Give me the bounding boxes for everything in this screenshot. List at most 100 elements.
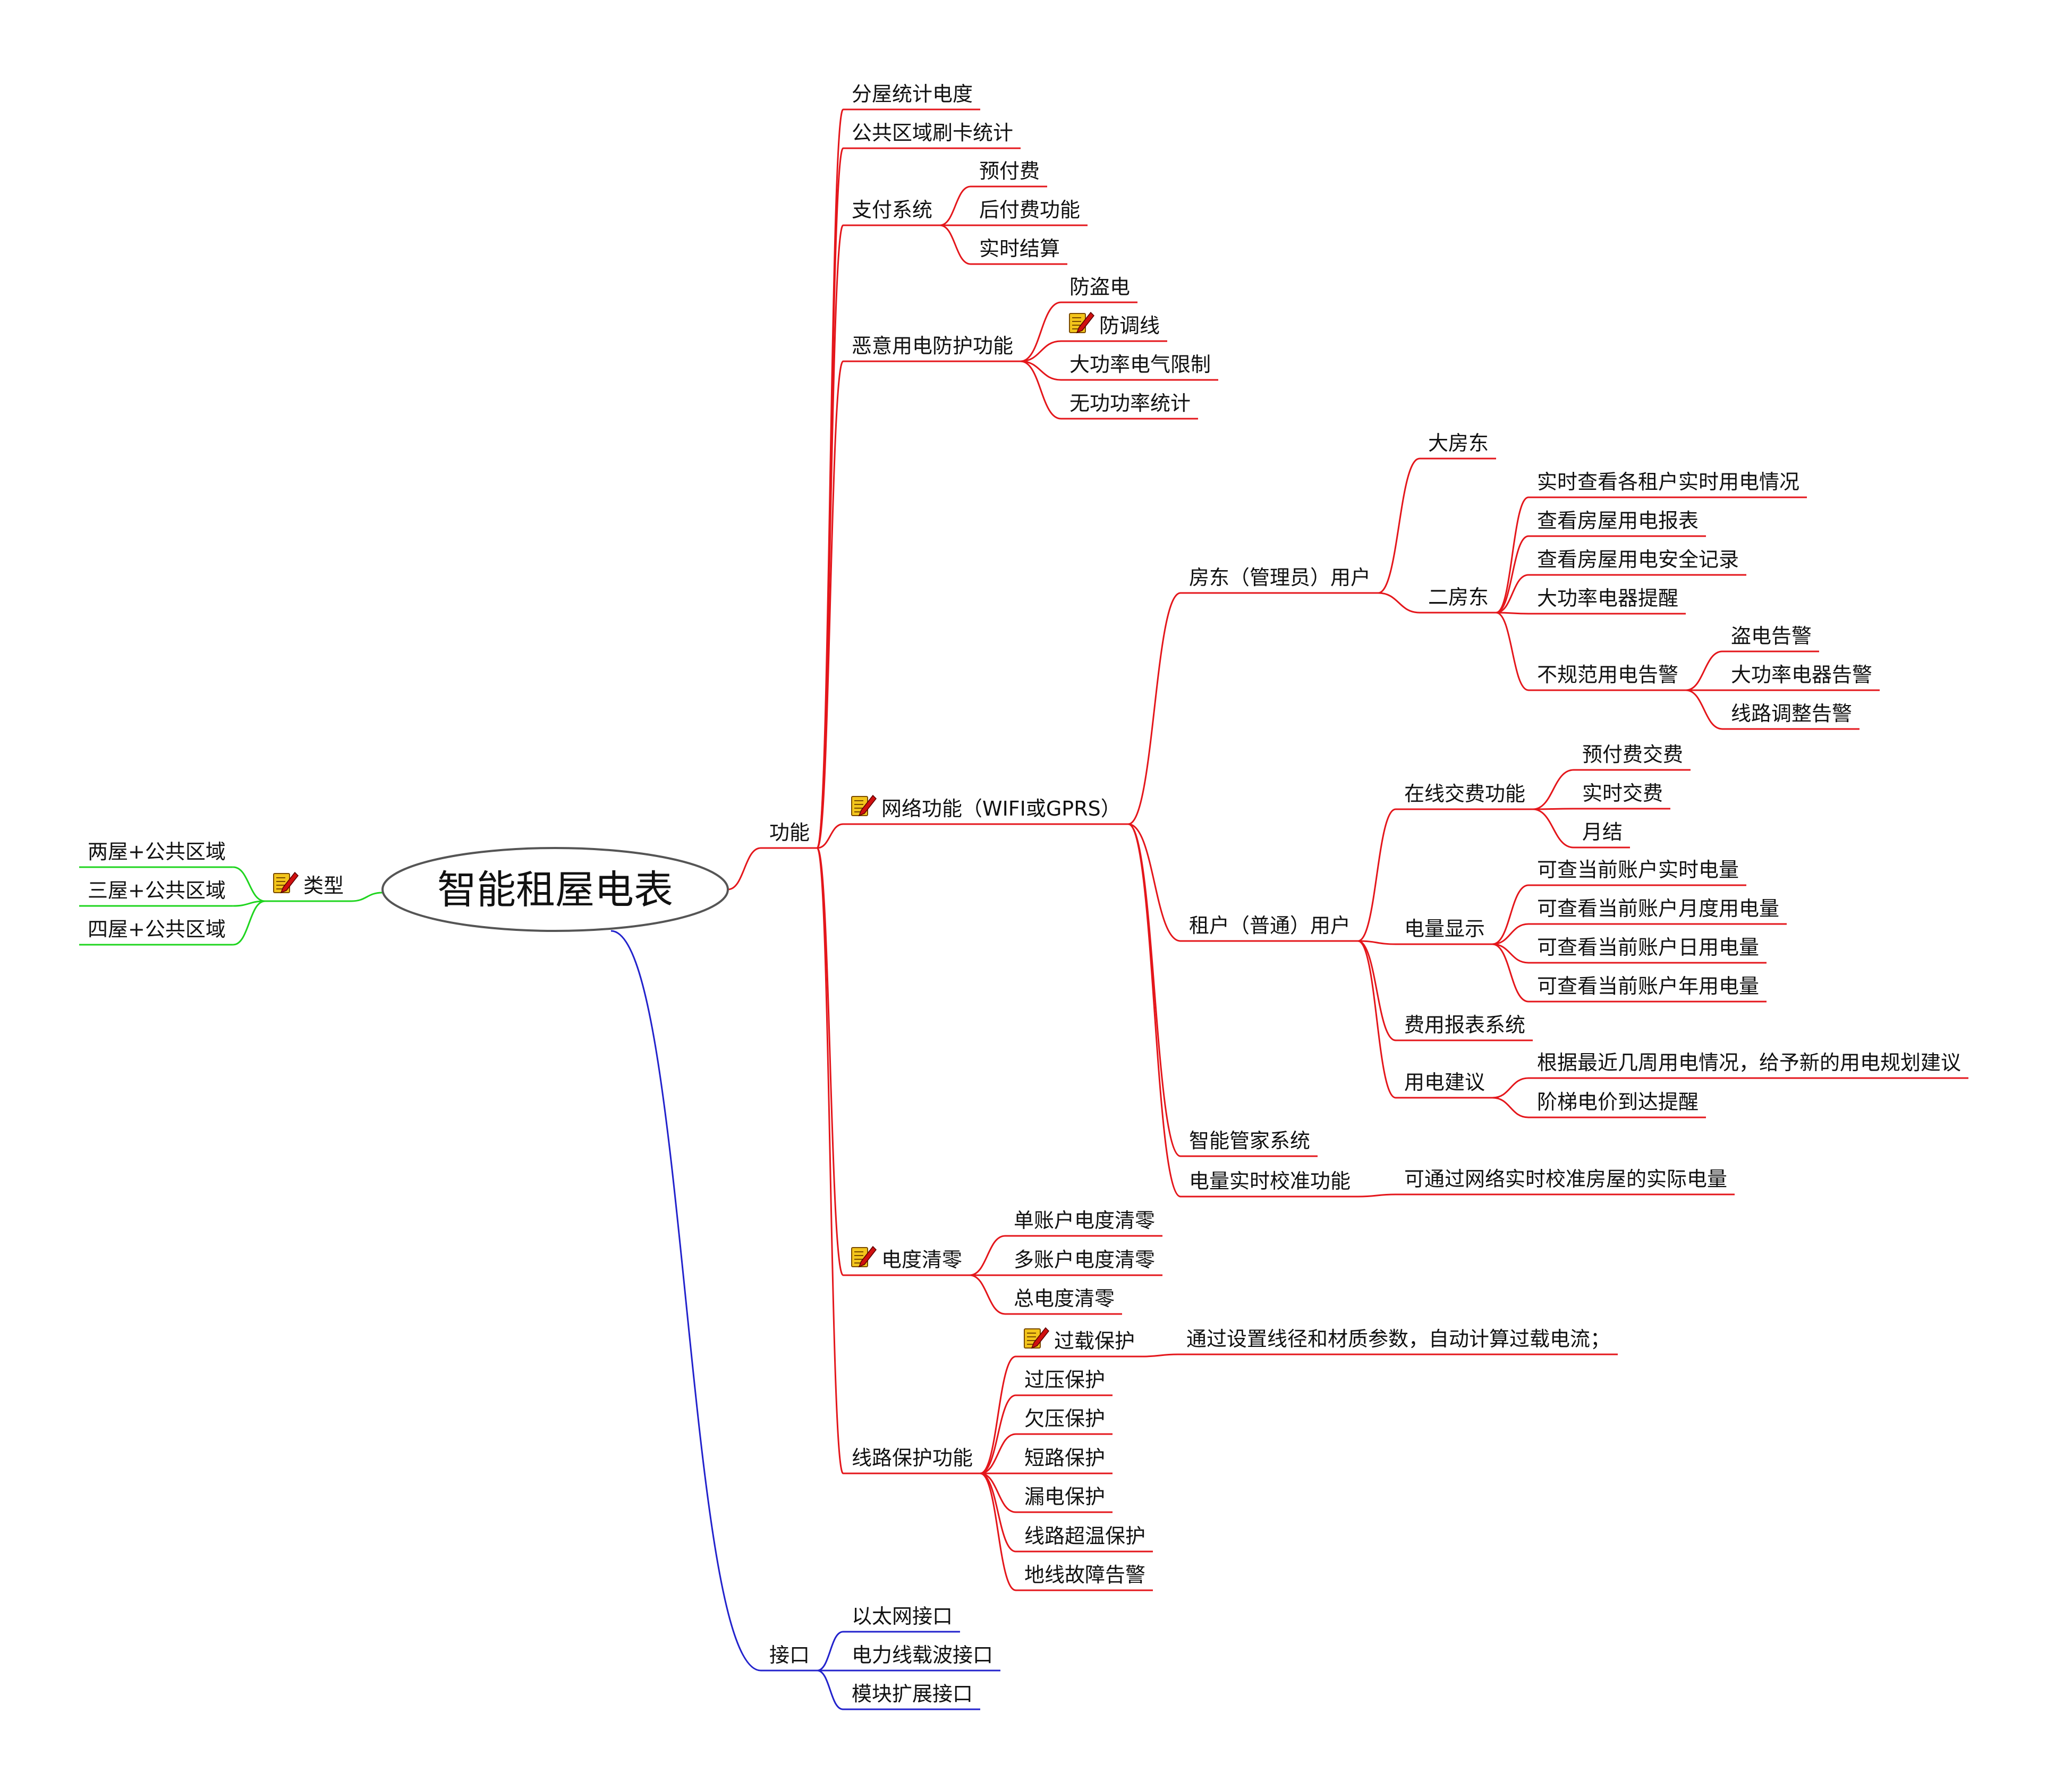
network-node[interactable]: 网络功能（WIFI或GPRS）: [843, 794, 1128, 825]
second-landlord-node[interactable]: 二房东: [1420, 586, 1497, 614]
protection-node[interactable]: 恶意用电防护功能: [843, 334, 1021, 362]
branch-connector: [727, 847, 761, 891]
line-protect-item[interactable]: 线路超温保护: [1016, 1524, 1153, 1553]
branch-connector: [233, 900, 266, 907]
tenant-node[interactable]: 租户（普通）用户: [1181, 914, 1358, 942]
online-pay-node-label: 在线交费功能: [1404, 782, 1525, 806]
public-card-node[interactable]: 公共区域刷卡统计: [843, 121, 1021, 149]
branch-connector: [1532, 769, 1574, 810]
second-landlord-item[interactable]: 查看房屋用电安全记录: [1528, 548, 1747, 576]
display-item-label: 可查当前账户实时电量: [1537, 858, 1739, 881]
display-item-label: 可查看当前账户日用电量: [1537, 936, 1759, 959]
overload-node[interactable]: 过载保护: [1016, 1327, 1143, 1358]
protection-item[interactable]: 大功率电气限制: [1061, 353, 1219, 381]
reset-item[interactable]: 多账户电度清零: [1005, 1248, 1163, 1276]
payment-item[interactable]: 后付费功能: [971, 198, 1088, 226]
display-node[interactable]: 电量显示: [1396, 917, 1493, 945]
alarm-item[interactable]: 盗电告警: [1722, 624, 1820, 652]
advice-node[interactable]: 用电建议: [1396, 1071, 1493, 1099]
line-protect-item[interactable]: 欠压保护: [1016, 1407, 1113, 1435]
butler-node-label: 智能管家系统: [1189, 1129, 1310, 1152]
branch-connector: [233, 866, 266, 902]
big-landlord-node[interactable]: 大房东: [1420, 431, 1497, 460]
display-item[interactable]: 可查当前账户实时电量: [1528, 858, 1747, 886]
second-landlord-item[interactable]: 不规范用电告警: [1528, 663, 1686, 691]
line-protect-item[interactable]: 地线故障告警: [1016, 1563, 1153, 1591]
interface-node[interactable]: 接口: [761, 1643, 818, 1672]
protection-item-label: 防调线: [1099, 314, 1160, 337]
butler-node[interactable]: 智能管家系统: [1181, 1129, 1318, 1157]
second-landlord-item[interactable]: 实时查看各租户实时用电情况: [1528, 470, 1807, 498]
line-protect-item[interactable]: 短路保护: [1016, 1446, 1113, 1474]
type-item[interactable]: 四屋+公共区域: [79, 918, 233, 946]
branch-connector: [351, 892, 383, 902]
report-node[interactable]: 费用报表系统: [1396, 1013, 1533, 1041]
reset-item-label: 多账户电度清零: [1014, 1248, 1155, 1271]
second-landlord-item-label: 查看房屋用电安全记录: [1537, 548, 1739, 571]
payment-node-label: 支付系统: [852, 198, 932, 222]
branch-connector: [969, 1235, 1006, 1276]
branch-connector: [1492, 884, 1529, 945]
interface-item[interactable]: 模块扩展接口: [843, 1682, 981, 1710]
advice-item[interactable]: 阶梯电价到达提醒: [1528, 1090, 1706, 1118]
branch-connector: [1496, 535, 1529, 614]
function-node-label: 功能: [769, 821, 810, 844]
protection-item[interactable]: 防盗电: [1061, 275, 1138, 303]
note-pencil-icon: [851, 794, 877, 817]
branch-connector: [1358, 940, 1396, 945]
type-item[interactable]: 三屋+公共区域: [79, 879, 233, 907]
alarm-item[interactable]: 线路调整告警: [1722, 702, 1860, 730]
branch-connector: [817, 1631, 844, 1672]
online-pay-item[interactable]: 实时交费: [1574, 782, 1671, 810]
calibrate-item-label: 可通过网络实时校准房屋的实际电量: [1404, 1167, 1727, 1191]
display-item[interactable]: 可查看当前账户年用电量: [1528, 974, 1767, 1003]
advice-item-label: 根据最近几周用电情况，给予新的用电规划建议: [1537, 1051, 1961, 1074]
line-protect-item[interactable]: 过压保护: [1016, 1368, 1113, 1396]
alarm-item-label: 线路调整告警: [1731, 702, 1852, 725]
branch-connector: [1492, 1097, 1529, 1118]
display-item-label: 可查看当前账户月度用电量: [1537, 897, 1779, 920]
reset-item[interactable]: 单账户电度清零: [1005, 1209, 1163, 1237]
line-protect-item[interactable]: 漏电保护: [1016, 1485, 1113, 1513]
floor-stats-node[interactable]: 分屋统计电度: [843, 82, 981, 111]
reset-item[interactable]: 总电度清零: [1005, 1287, 1123, 1315]
display-item[interactable]: 可查看当前账户日用电量: [1528, 936, 1767, 964]
online-pay-node[interactable]: 在线交费功能: [1396, 782, 1533, 810]
calibrate-item[interactable]: 可通过网络实时校准房屋的实际电量: [1396, 1167, 1735, 1196]
type-node[interactable]: 类型: [265, 871, 352, 902]
reset-node[interactable]: 电度清零: [843, 1245, 970, 1276]
online-pay-item[interactable]: 预付费交费: [1574, 743, 1691, 771]
branch-connector: [1128, 823, 1181, 942]
branch-connector: [816, 847, 844, 1474]
root-node[interactable]: 智能租屋电表: [381, 847, 729, 932]
function-node[interactable]: 功能: [761, 821, 818, 849]
interface-item[interactable]: 以太网接口: [843, 1605, 961, 1633]
type-item[interactable]: 两屋+公共区域: [79, 840, 233, 868]
reset-node-label: 电度清零: [881, 1248, 962, 1271]
branch-connector: [1532, 808, 1574, 849]
payment-item[interactable]: 预付费: [971, 159, 1048, 188]
line-protect-node[interactable]: 线路保护功能: [843, 1446, 981, 1474]
second-landlord-item[interactable]: 查看房屋用电报表: [1528, 509, 1706, 537]
interface-item[interactable]: 电力线载波接口: [843, 1643, 1001, 1672]
branch-connector: [1128, 592, 1181, 825]
protection-item-label: 大功率电气限制: [1069, 353, 1211, 376]
protection-item[interactable]: 无功功率统计: [1061, 392, 1199, 420]
root-title: 智能租屋电表: [437, 867, 673, 913]
payment-node[interactable]: 支付系统: [843, 198, 940, 226]
overload-detail[interactable]: 通过设置线径和材质参数，自动计算过载电流；: [1178, 1327, 1618, 1355]
landlord-node[interactable]: 房东（管理员）用户: [1181, 566, 1379, 594]
display-node-label: 电量显示: [1404, 917, 1485, 940]
advice-item[interactable]: 根据最近几周用电情况，给予新的用电规划建议: [1528, 1051, 1969, 1079]
calibrate-node[interactable]: 电量实时校准功能: [1181, 1169, 1358, 1198]
payment-item[interactable]: 实时结算: [971, 237, 1068, 265]
protection-item-label: 无功功率统计: [1069, 392, 1191, 415]
alarm-item[interactable]: 大功率电器告警: [1722, 663, 1880, 691]
second-landlord-item[interactable]: 大功率电器提醒: [1528, 587, 1686, 615]
display-item[interactable]: 可查看当前账户月度用电量: [1528, 897, 1787, 925]
branch-connector: [1020, 340, 1062, 362]
protection-item[interactable]: 防调线: [1061, 311, 1168, 342]
online-pay-item[interactable]: 月结: [1574, 820, 1631, 849]
